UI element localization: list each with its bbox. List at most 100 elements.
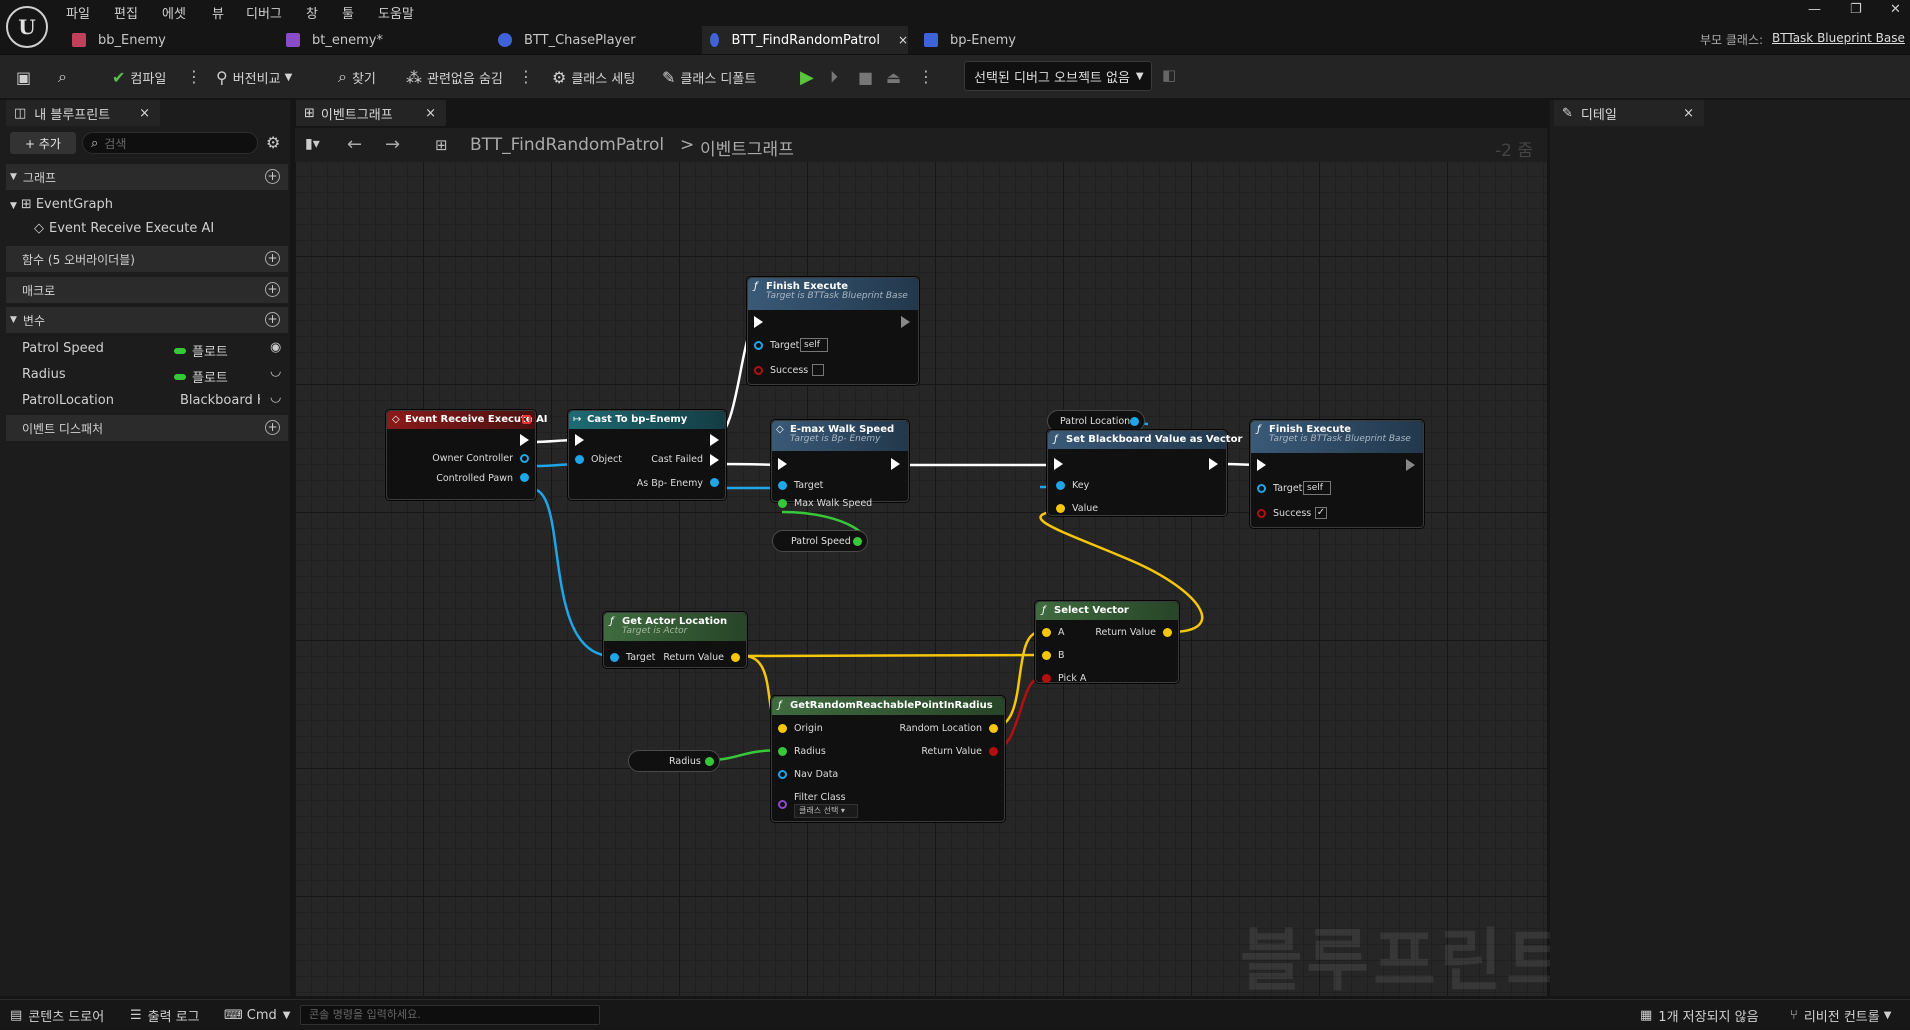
play-button[interactable]: ▶ bbox=[800, 55, 819, 99]
nav-data-pin[interactable] bbox=[778, 770, 787, 779]
diff-button[interactable]: ⚲버전비교▼ bbox=[216, 67, 293, 87]
section-functions[interactable]: 함수 (5 오버라이더블)+ bbox=[6, 246, 288, 272]
node-finish-execute-1[interactable]: Finish Execute Target is BTTask Blueprin… bbox=[747, 277, 919, 385]
tab-event-graph[interactable]: ⊞이벤트그래프× bbox=[296, 100, 446, 126]
section-variables[interactable]: ▼변수+ bbox=[6, 307, 288, 333]
step-button[interactable]: ⏵ bbox=[830, 55, 843, 99]
float-out-pin[interactable] bbox=[853, 537, 862, 546]
radius-pin[interactable] bbox=[778, 747, 787, 756]
success-pin[interactable] bbox=[754, 366, 763, 375]
eject-button[interactable]: ⏏ bbox=[886, 55, 906, 99]
unsaved-button[interactable]: ▦1개 저장되지 않음 bbox=[1640, 1007, 1759, 1025]
save-button[interactable]: ▣ bbox=[16, 55, 36, 99]
debug-object-select[interactable]: 선택된 디버그 오브젝트 없음▼ bbox=[964, 61, 1152, 91]
eye-closed-icon[interactable]: ◡ bbox=[270, 390, 282, 405]
revision-control-button[interactable]: ⑂리비전 컨트롤▼ bbox=[1790, 1007, 1892, 1025]
variable-patrol-speed[interactable]: Patrol Speed bbox=[22, 341, 104, 356]
node-finish-execute-2[interactable]: Finish Execute Target is BTTask Blueprin… bbox=[1250, 420, 1424, 528]
owner-controller-pin[interactable] bbox=[520, 454, 529, 463]
section-macros[interactable]: 매크로+ bbox=[6, 277, 288, 303]
close-window-icon[interactable]: ✕ bbox=[1890, 2, 1901, 17]
menu-debug[interactable]: 디버그 bbox=[246, 7, 282, 22]
menu-file[interactable]: 파일 bbox=[66, 7, 90, 22]
node-event-receive-execute-ai[interactable]: Event Receive Execute AI ◇ Owner Control… bbox=[386, 410, 548, 500]
content-drawer-button[interactable]: ▤콘텐츠 드로어 bbox=[10, 1007, 105, 1025]
close-icon[interactable]: × bbox=[1683, 105, 1694, 121]
variable-patrollocation[interactable]: PatrolLocation bbox=[22, 393, 114, 408]
minimize-icon[interactable]: — bbox=[1808, 2, 1821, 17]
node-get-patrol-speed[interactable]: Patrol Speed bbox=[772, 530, 868, 552]
exec-out-pin[interactable] bbox=[710, 434, 719, 446]
stop-button[interactable]: ■ bbox=[858, 55, 878, 99]
parent-class-link[interactable]: BTTask Blueprint Base bbox=[1772, 31, 1905, 45]
pick-a-pin[interactable] bbox=[1042, 674, 1051, 683]
graph-canvas[interactable]: Event Receive Execute AI ◇ Owner Control… bbox=[295, 128, 1547, 996]
close-icon[interactable]: × bbox=[139, 105, 150, 121]
tree-event-receive-execute[interactable]: ◇Event Receive Execute AI bbox=[34, 221, 215, 236]
add-function-icon[interactable]: + bbox=[265, 251, 280, 266]
menu-edit[interactable]: 편집 bbox=[114, 7, 138, 22]
breadcrumb-root[interactable]: BTT_FindRandomPatrol bbox=[470, 135, 665, 155]
menu-view[interactable]: 뷰 bbox=[212, 7, 224, 22]
compile-button[interactable]: ✔컴파일 bbox=[112, 67, 167, 87]
exec-in-pin[interactable] bbox=[754, 316, 763, 328]
delegate-pin-icon[interactable] bbox=[522, 415, 531, 424]
exec-out-pin[interactable] bbox=[891, 458, 900, 470]
node-get-actor-location[interactable]: Get Actor Location Target is Actor ƒ Tar… bbox=[603, 612, 747, 668]
success-checkbox[interactable] bbox=[812, 364, 824, 376]
browse-button[interactable]: ⌕ bbox=[58, 55, 72, 99]
menu-asset[interactable]: 에셋 bbox=[162, 7, 186, 22]
restore-icon[interactable]: ❐ bbox=[1850, 2, 1862, 17]
variable-type[interactable]: Blackboard K bbox=[180, 393, 260, 408]
node-select-vector[interactable]: Select Vector ƒ A Return Value B Pick A bbox=[1035, 601, 1179, 684]
exec-in-pin[interactable] bbox=[778, 458, 787, 470]
back-arrow-icon[interactable]: ← bbox=[347, 134, 363, 155]
target-self-field[interactable]: self bbox=[800, 338, 828, 352]
filter-class-pin[interactable] bbox=[778, 800, 787, 809]
tab-bb-enemy[interactable]: bb_Enemy bbox=[64, 26, 270, 54]
node-cast-to-bp-enemy[interactable]: Cast To bp-Enemy ↦ Object Cast Failed As… bbox=[568, 410, 726, 500]
exec-in-pin[interactable] bbox=[575, 434, 584, 446]
tab-bt-enemy[interactable]: bt_enemy* bbox=[278, 26, 484, 54]
exec-out-pin[interactable] bbox=[901, 316, 910, 328]
menu-tools[interactable]: 툴 bbox=[342, 7, 354, 22]
tree-eventgraph[interactable]: ▼⊞EventGraph bbox=[10, 197, 113, 212]
search-input[interactable]: ⌕검색 bbox=[82, 132, 258, 154]
target-pin[interactable] bbox=[1257, 484, 1266, 493]
variable-radius[interactable]: Radius bbox=[22, 367, 66, 382]
exec-in-pin[interactable] bbox=[1054, 458, 1063, 470]
cast-failed-pin[interactable] bbox=[710, 454, 719, 466]
node-get-random-reachable-point[interactable]: GetRandomReachablePointInRadius ƒ Origin… bbox=[771, 696, 1005, 822]
variable-type[interactable]: 플로트 bbox=[174, 367, 228, 386]
eye-closed-icon[interactable]: ◡ bbox=[270, 364, 282, 379]
b-pin[interactable] bbox=[1042, 651, 1051, 660]
target-pin[interactable] bbox=[778, 481, 787, 490]
as-bp-enemy-pin[interactable] bbox=[710, 478, 719, 487]
console-input[interactable]: 콘솔 명령을 입력하세요. bbox=[300, 1005, 600, 1025]
object-pin[interactable] bbox=[575, 455, 584, 464]
hide-unrelated-button[interactable]: ⁂관련없음 숨김 bbox=[406, 67, 503, 87]
tab-my-blueprint[interactable]: ◫내 블루프린트× bbox=[6, 100, 160, 126]
node-set-blackboard-vector[interactable]: Set Blackboard Value as Vector ƒ Key Val… bbox=[1047, 430, 1242, 516]
section-graphs[interactable]: ▼그래프+ bbox=[6, 164, 288, 190]
return-value-pin[interactable] bbox=[989, 747, 998, 756]
random-location-pin[interactable] bbox=[989, 724, 998, 733]
bookmark-icon[interactable]: ▮▾ bbox=[305, 136, 320, 152]
forward-arrow-icon[interactable]: → bbox=[385, 134, 401, 155]
find-button[interactable]: ⌕찾기 bbox=[338, 67, 376, 87]
close-icon[interactable]: × bbox=[425, 105, 436, 121]
exec-out-pin[interactable] bbox=[520, 434, 529, 446]
section-event-dispatchers[interactable]: 이벤트 디스패처+ bbox=[6, 415, 288, 441]
a-pin[interactable] bbox=[1042, 628, 1051, 637]
return-value-pin[interactable] bbox=[731, 653, 740, 662]
debug-filter-icon[interactable]: ◧ bbox=[1162, 66, 1177, 84]
origin-pin[interactable] bbox=[778, 724, 787, 733]
exec-out-pin[interactable] bbox=[1209, 458, 1218, 470]
controlled-pawn-pin[interactable] bbox=[520, 473, 529, 482]
key-pin[interactable] bbox=[1056, 481, 1065, 490]
variable-type[interactable]: 플로트 bbox=[174, 341, 228, 360]
menu-window[interactable]: 창 bbox=[306, 7, 318, 22]
return-value-pin[interactable] bbox=[1163, 628, 1172, 637]
add-dispatcher-icon[interactable]: + bbox=[265, 420, 280, 435]
tab-bp-enemy[interactable]: bp-Enemy bbox=[916, 26, 1122, 54]
